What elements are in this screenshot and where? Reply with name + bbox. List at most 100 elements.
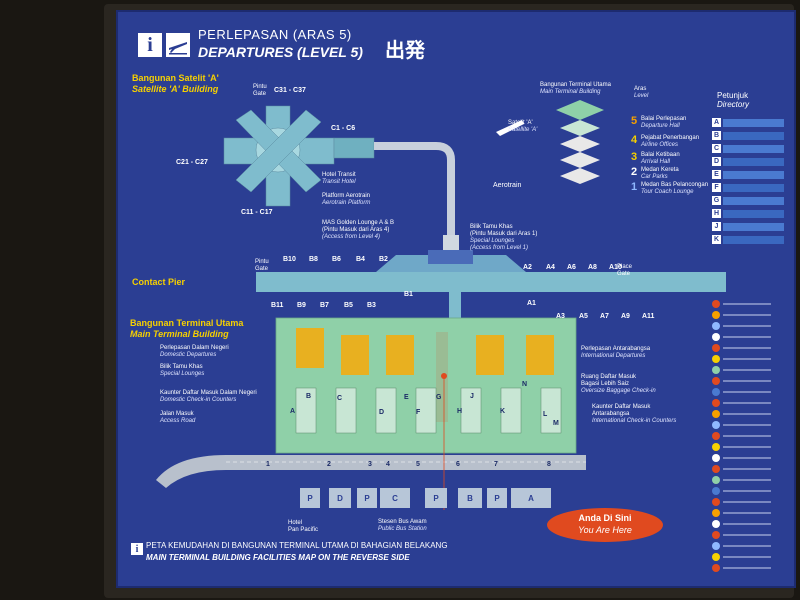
contact-pier bbox=[256, 250, 726, 322]
directory-key: F bbox=[712, 183, 721, 192]
legend-symbol bbox=[712, 443, 771, 451]
legend-line bbox=[723, 358, 771, 360]
facility-icon bbox=[712, 388, 720, 396]
directory-key: G bbox=[712, 196, 721, 205]
facility-icon bbox=[712, 311, 720, 319]
pier-gate: A1 bbox=[527, 300, 536, 307]
door-number: 5 bbox=[416, 461, 420, 468]
facility-icon bbox=[712, 487, 720, 495]
pier-gate: B4 bbox=[356, 256, 365, 263]
satellite-a-diagram-label: Satelit 'A'Satellite 'A' bbox=[508, 120, 538, 133]
counter-row-letter: B bbox=[306, 393, 312, 400]
directory-row: E bbox=[712, 170, 784, 179]
level-number: 2 bbox=[631, 166, 638, 178]
directory-bar bbox=[723, 170, 784, 179]
legend-symbol bbox=[712, 531, 771, 539]
directory-row: G bbox=[712, 196, 784, 205]
pier-gate: A6 bbox=[567, 264, 576, 271]
directory-key: H bbox=[712, 209, 721, 218]
directory-row: J bbox=[712, 222, 784, 231]
pier-gate: B3 bbox=[367, 302, 376, 309]
legend-line bbox=[723, 413, 771, 415]
pier-gate: B7 bbox=[320, 302, 329, 309]
legend-symbol bbox=[712, 355, 771, 363]
legend-line bbox=[723, 391, 771, 393]
directory-row: H bbox=[712, 209, 784, 218]
pier-gate: A9 bbox=[621, 313, 630, 320]
directory-bar bbox=[723, 235, 784, 244]
legend-symbol bbox=[712, 333, 771, 341]
facility-icon bbox=[712, 520, 720, 528]
legend-line bbox=[723, 347, 771, 349]
directory-bar bbox=[723, 196, 784, 205]
pier-gate: B6 bbox=[332, 256, 341, 263]
facility-icon bbox=[712, 564, 720, 572]
legend-line bbox=[723, 446, 771, 448]
counter-row-letter: L bbox=[543, 411, 548, 418]
pier-gate: B11 bbox=[271, 302, 284, 309]
legend-line bbox=[723, 435, 771, 437]
directory-key: J bbox=[712, 222, 721, 231]
counter-row-letter: C bbox=[337, 395, 343, 402]
counter-row-letter: M bbox=[553, 420, 559, 427]
directory-row: A bbox=[712, 118, 784, 127]
legend-symbol bbox=[712, 564, 771, 572]
pier-gate: A11 bbox=[642, 313, 655, 320]
aerotrain-label: Aerotrain bbox=[493, 182, 522, 189]
gates-c11-c17: C11 - C17 bbox=[241, 209, 273, 216]
legend-line bbox=[723, 457, 771, 459]
door-number: 7 bbox=[494, 461, 498, 468]
legend-symbol bbox=[712, 377, 771, 385]
legend-symbol bbox=[712, 553, 771, 561]
mas-lounge-label: MAS Golden Lounge A & B(Pintu Masuk dari… bbox=[322, 220, 395, 240]
legend-symbol bbox=[712, 520, 771, 528]
door-number: 2 bbox=[327, 461, 331, 468]
legend-symbol bbox=[712, 498, 771, 506]
legend-symbol bbox=[712, 410, 771, 418]
directory-row: F bbox=[712, 183, 784, 192]
terminal-map bbox=[156, 100, 726, 510]
facility-icon bbox=[712, 366, 720, 374]
parking-zone: A bbox=[511, 488, 551, 508]
directory-row: C bbox=[712, 144, 784, 153]
directory-bar bbox=[723, 144, 784, 153]
facility-icon bbox=[712, 553, 720, 561]
directory-row: B bbox=[712, 131, 784, 140]
directory-key: K bbox=[712, 235, 721, 244]
pier-gate: B10 bbox=[283, 256, 296, 263]
parking-zone: P bbox=[425, 488, 447, 508]
facility-icon bbox=[712, 542, 720, 550]
directory-key: E bbox=[712, 170, 721, 179]
facility-icon bbox=[712, 465, 720, 473]
title-japanese: 出発 bbox=[385, 40, 425, 62]
legend-symbol bbox=[712, 322, 771, 330]
pier-gate: A8 bbox=[588, 264, 597, 271]
level-number: 4 bbox=[631, 134, 638, 146]
gates-c1-c6: C1 - C6 bbox=[331, 125, 356, 132]
legend-symbol bbox=[712, 388, 771, 396]
level-number: 1 bbox=[631, 181, 638, 193]
door-number: 1 bbox=[266, 461, 270, 468]
legend-line bbox=[723, 369, 771, 371]
legend-line bbox=[723, 402, 771, 404]
legend-line bbox=[723, 523, 771, 525]
special-lounge-label: Bilik Tamu Khas(Pintu Masuk dari Aras 1)… bbox=[470, 224, 538, 251]
counter-row-letter: D bbox=[379, 409, 385, 416]
facility-icon bbox=[712, 531, 720, 539]
directory-bar bbox=[723, 183, 784, 192]
directory-bar bbox=[723, 157, 784, 166]
parking-zone: B bbox=[458, 488, 482, 508]
